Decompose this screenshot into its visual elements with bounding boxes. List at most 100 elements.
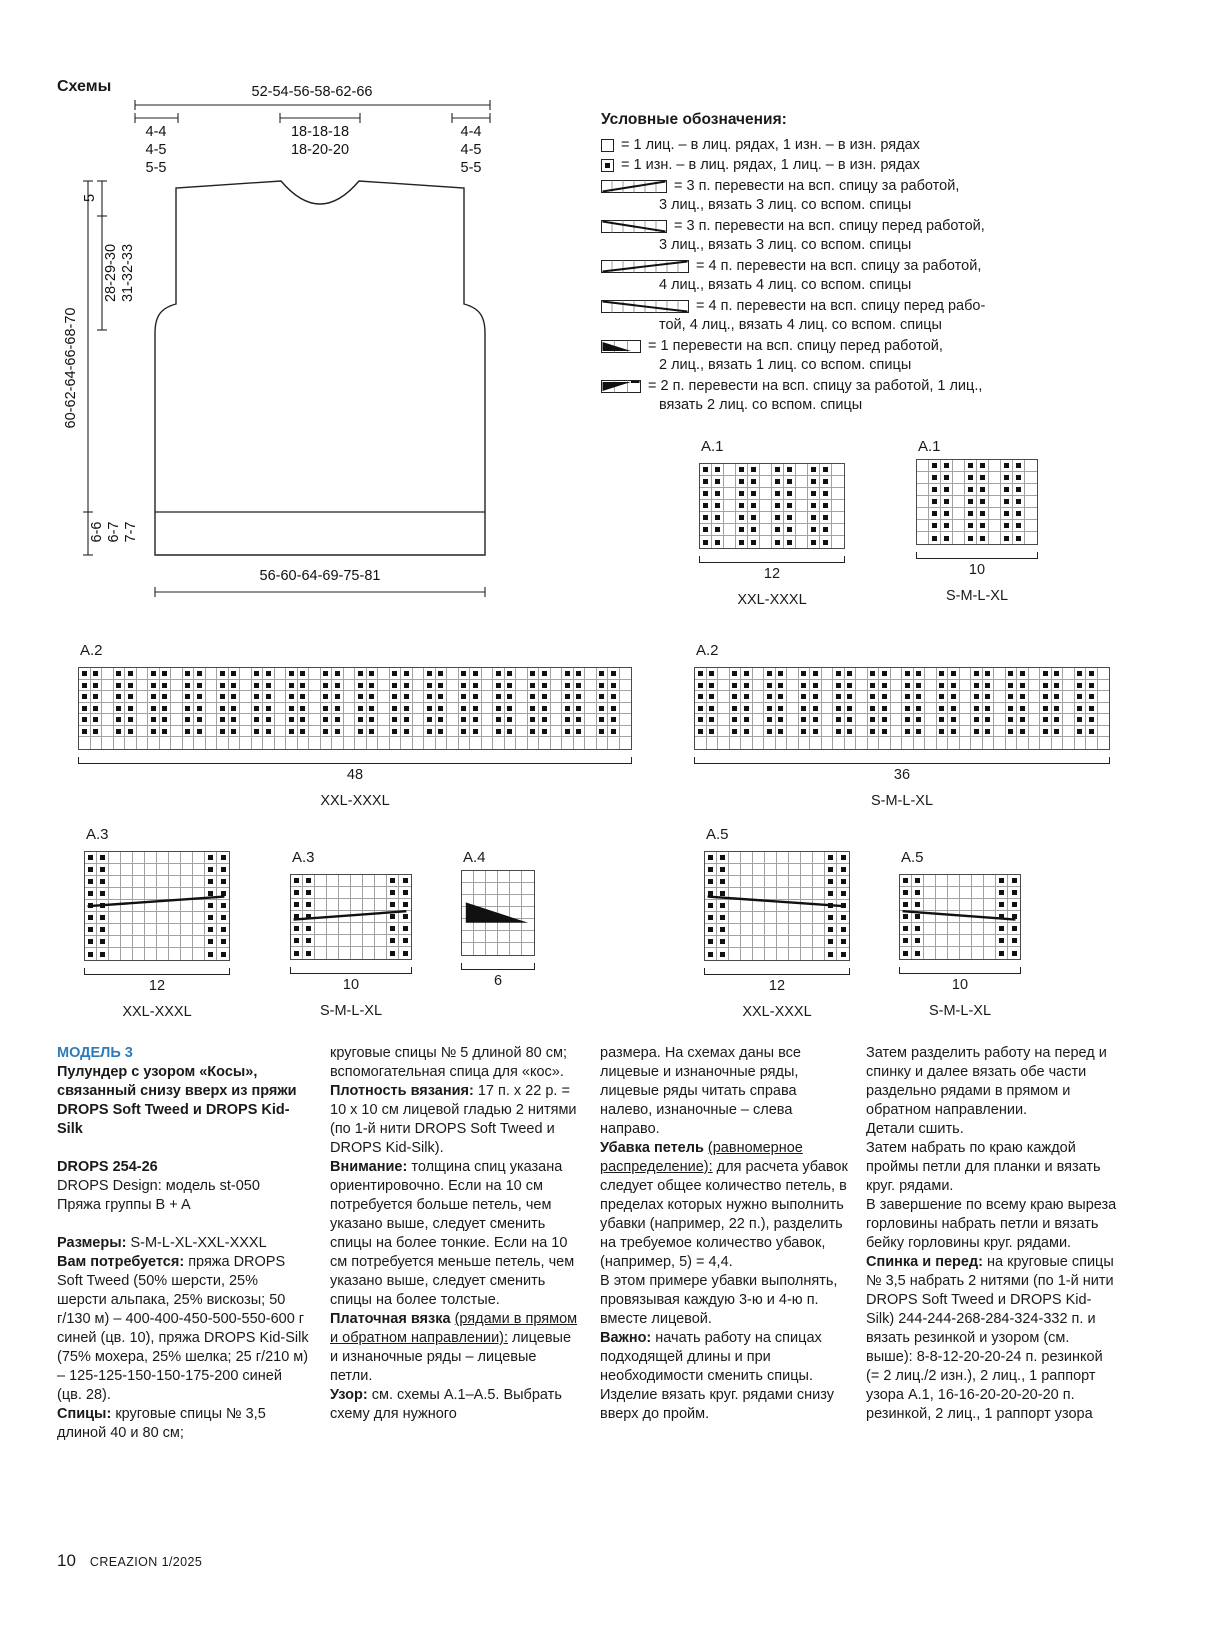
purl-cell [539, 714, 551, 726]
knit-cell [989, 520, 1001, 532]
knit-cell [776, 737, 787, 749]
knit-cell [924, 887, 936, 899]
knit-cell [777, 924, 789, 936]
knit-cell [375, 887, 387, 899]
purl-cell [820, 476, 832, 488]
knit-cell [813, 864, 825, 876]
purl-cell [90, 725, 102, 738]
purl-cell [493, 725, 505, 738]
purl-cell [1001, 496, 1013, 508]
chart-size-label: S-M-L-XL [945, 588, 1009, 604]
knit-cell [205, 691, 217, 703]
knit-cell [890, 679, 902, 692]
purl-cell [717, 888, 729, 900]
purl-cell [366, 691, 378, 703]
text-run: Узор: [330, 1387, 372, 1403]
purl-cell [902, 691, 914, 703]
text-run: Плотность вязания: [330, 1083, 478, 1099]
knit-cell [474, 883, 486, 895]
purl-cell [965, 484, 977, 496]
purl-cell [1013, 508, 1025, 520]
purl-cell [798, 714, 810, 726]
knit-cell [181, 924, 193, 936]
purl-cell [399, 899, 411, 911]
purl-cell [729, 691, 741, 703]
chart-grid [84, 851, 230, 961]
knit-cell [753, 900, 765, 912]
purl-cell [1086, 714, 1098, 726]
knit-cell [777, 912, 789, 924]
knit-square-icon [601, 138, 614, 152]
knit-cell [121, 912, 133, 924]
knit-cell [375, 899, 387, 911]
knit-cell [516, 668, 528, 680]
purl-cell [424, 725, 436, 738]
knit-cell [752, 725, 764, 738]
purl-cell [194, 691, 206, 703]
knit-cell [274, 679, 286, 692]
knit-cell [1028, 702, 1040, 715]
purl-cell [784, 524, 796, 536]
shoulder-left-1: 4-4 [146, 124, 167, 140]
purl-cell [90, 691, 102, 703]
purl-cell [539, 691, 551, 703]
purl-cell [527, 714, 539, 726]
purl-cell [596, 679, 608, 692]
purl-cell [435, 714, 447, 726]
purl-cell [303, 947, 315, 959]
knit-cell [832, 488, 844, 500]
legend-text-line1: = 3 п. перевести на всп. спицу перед раб… [674, 217, 985, 234]
knit-cell [109, 876, 121, 888]
purl-cell [977, 484, 989, 496]
knit-cell [481, 702, 493, 715]
text-run: на круговые спицы № 3,5 набрать 2 нитями… [866, 1254, 1114, 1422]
purl-cell [748, 488, 760, 500]
purl-cell [435, 668, 447, 680]
knit-cell [363, 923, 375, 935]
knit-cell [193, 936, 205, 948]
purl-cell [263, 725, 275, 738]
purl-cell [825, 936, 837, 948]
chart-grid-area [704, 851, 850, 961]
purl-cell [79, 725, 91, 738]
purl-cell [965, 520, 977, 532]
purl-cell [424, 714, 436, 726]
purl-cell [217, 691, 229, 703]
knit-cell [813, 924, 825, 936]
purl-cell [1005, 702, 1017, 715]
shoulder-left-2: 4-5 [146, 142, 167, 158]
purl-cell [1001, 460, 1013, 472]
knit-cell [972, 899, 984, 911]
purl-cell [608, 725, 620, 738]
chart-size-label: S-M-L-XL [870, 792, 934, 809]
purl-cell [1074, 714, 1086, 726]
knit-cell [447, 668, 459, 680]
purl-cell [748, 512, 760, 524]
purl-cell [717, 912, 729, 924]
purl-cell [1001, 532, 1013, 544]
knit-cell [1097, 668, 1109, 680]
purl-cell [297, 679, 309, 692]
knit-cell [917, 472, 929, 484]
purl-cell [573, 668, 585, 680]
knit-cell [813, 900, 825, 912]
paragraph: Убавка петель (равномерное распределение… [600, 1139, 850, 1272]
purl-cell [458, 679, 470, 692]
purl-cell [320, 714, 332, 726]
purl-cell [355, 725, 367, 738]
purl-cell [435, 691, 447, 703]
purl-cell [948, 702, 960, 715]
knit-cell [777, 852, 789, 864]
purl-cell [291, 875, 303, 887]
knit-cell [516, 714, 528, 726]
purl-cell [879, 668, 891, 680]
knit-cell [724, 476, 736, 488]
purl-cell [867, 679, 879, 692]
knit-cell [753, 948, 765, 960]
purl-cell [775, 702, 787, 715]
purl-cell [1008, 947, 1020, 959]
knit-cell [193, 900, 205, 912]
purl-cell [194, 702, 206, 715]
purl-cell [996, 899, 1008, 911]
